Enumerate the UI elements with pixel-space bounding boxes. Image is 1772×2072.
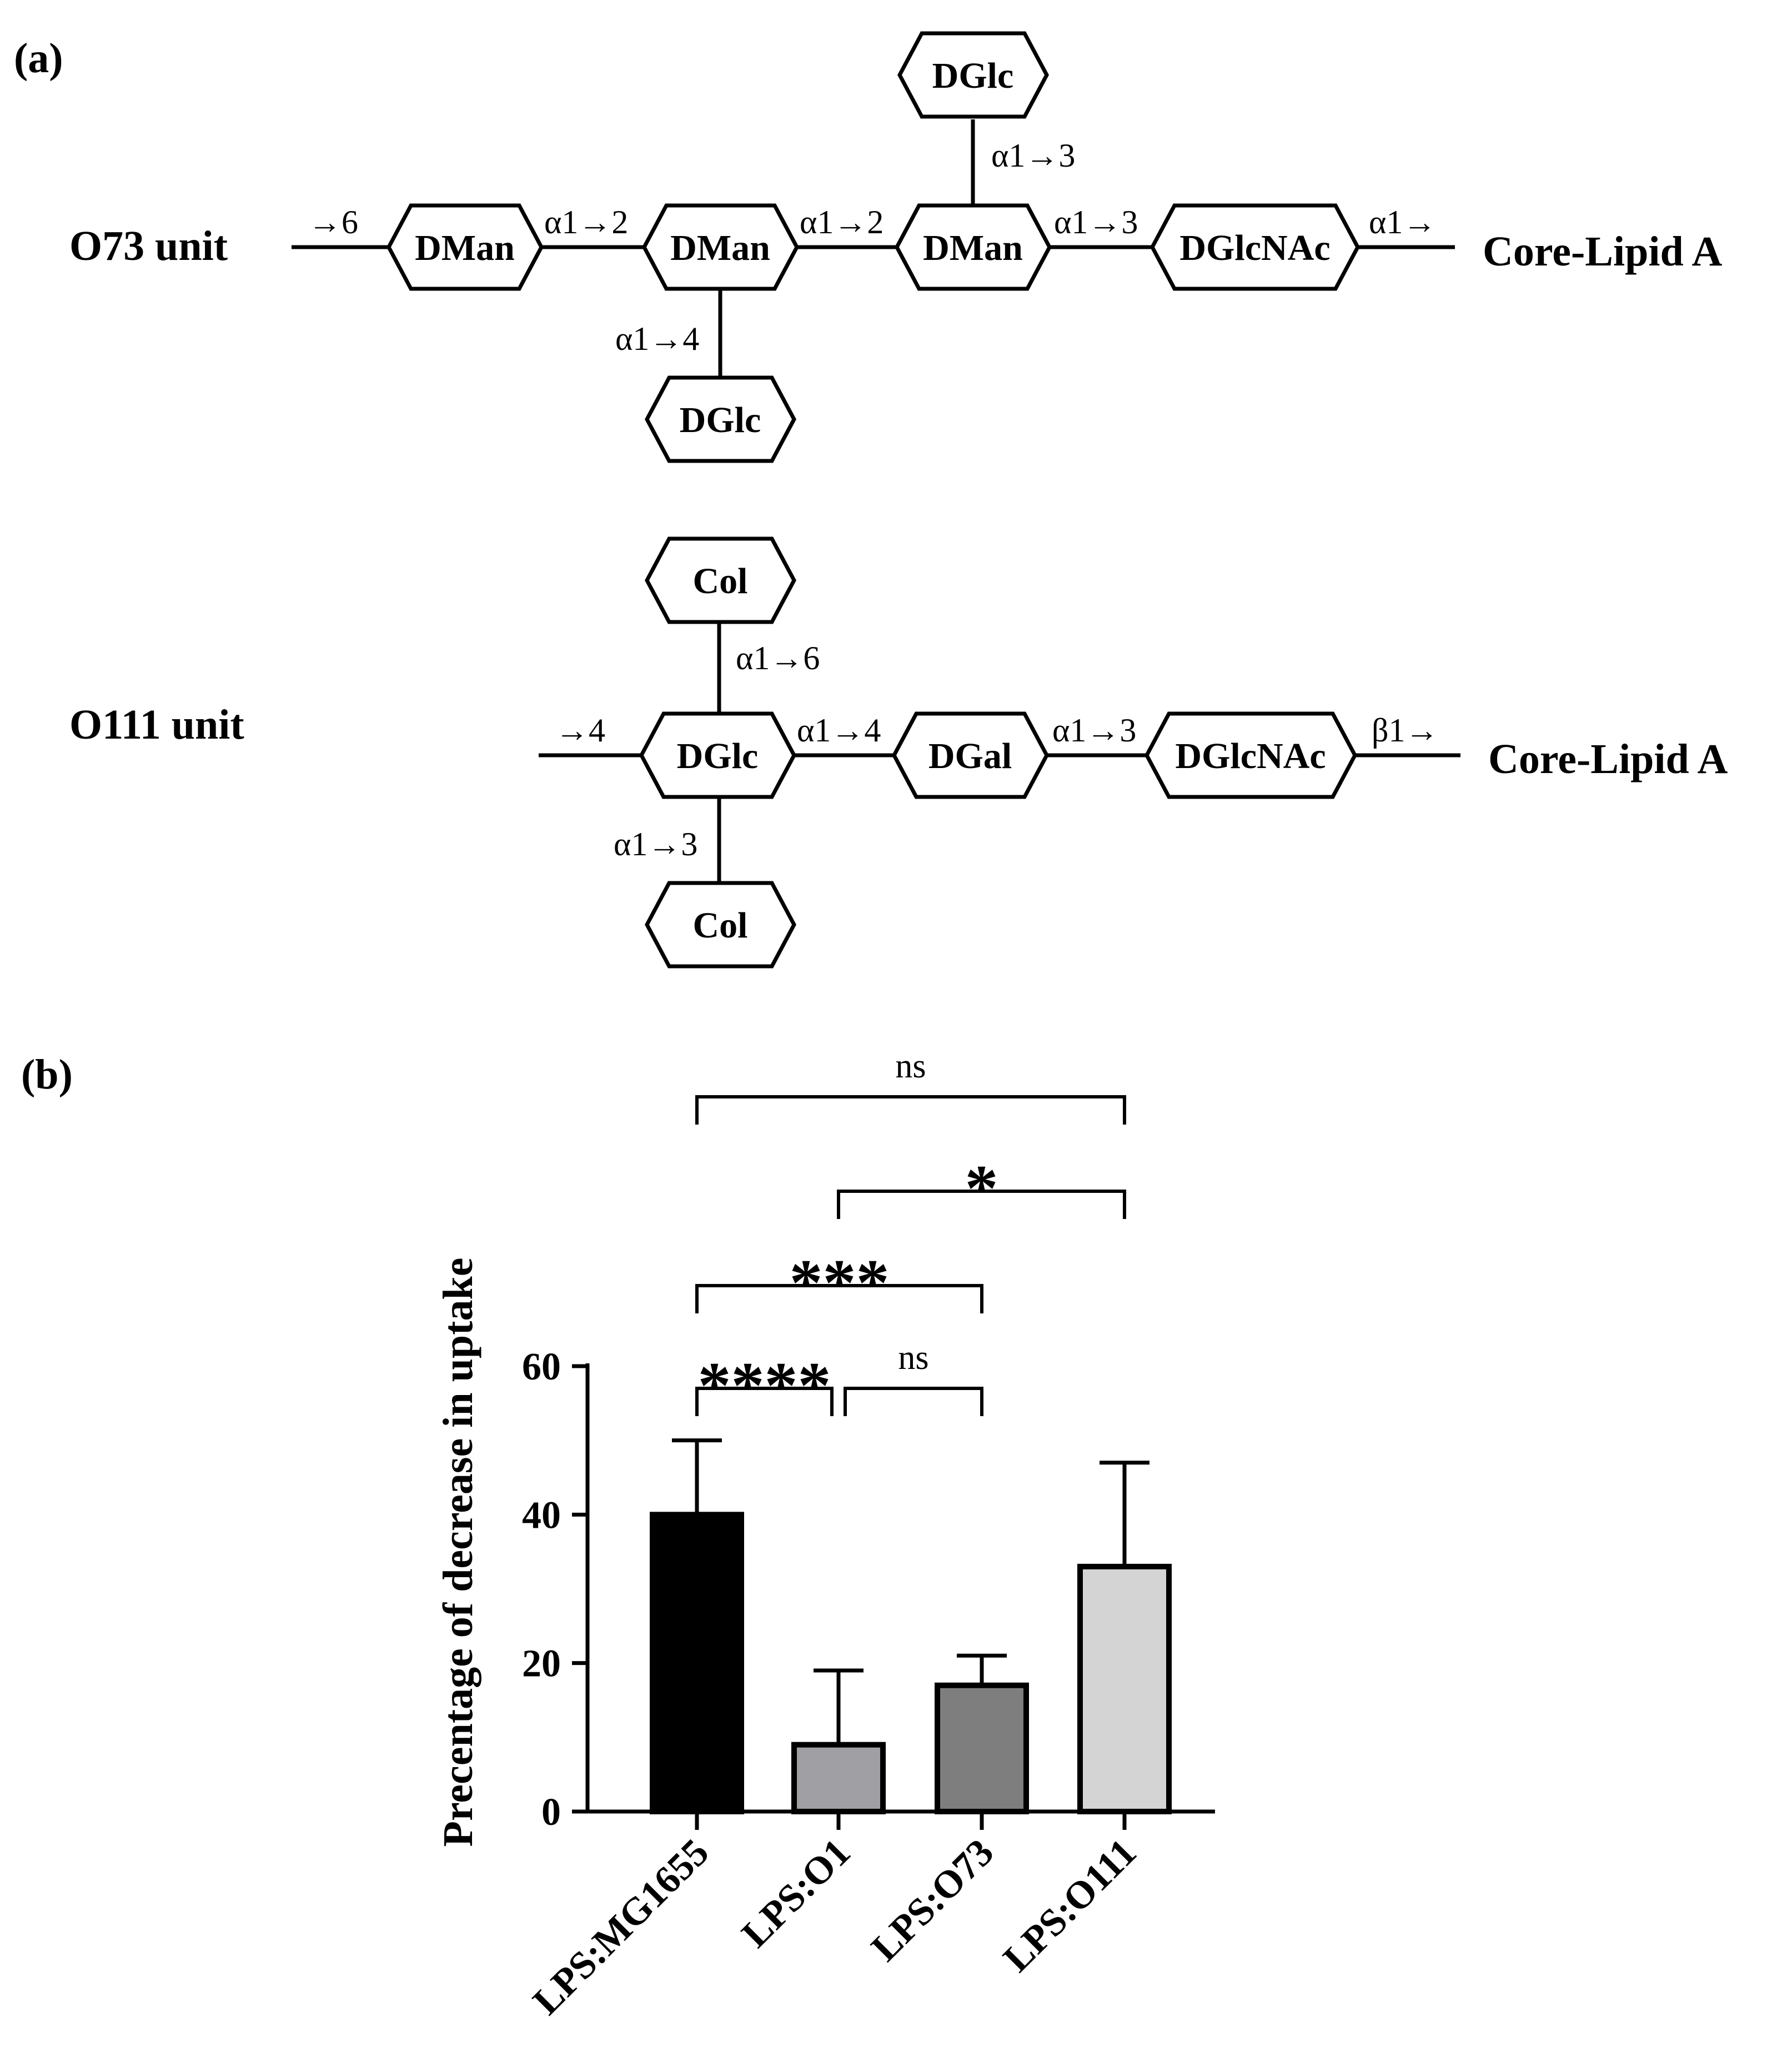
x-tick-label: LPS:MG1655 xyxy=(525,1831,717,2023)
o111-residue-1: DGlc xyxy=(639,711,796,799)
panel-a-label: (a) xyxy=(14,35,63,82)
o73-link-right: α1→ xyxy=(1369,204,1436,240)
x-ticks xyxy=(695,1812,1127,1830)
panel-b-label: (b) xyxy=(21,1051,73,1098)
o111-branch-top-label: Col xyxy=(693,561,748,601)
o73-end-label: Core-Lipid A xyxy=(1483,228,1723,275)
o73-link-1: α1→2 xyxy=(544,204,628,240)
o73-residue-1-label: DMan xyxy=(415,228,515,268)
o73-structure: O73 unit Core-Lipid A →6 α1→2 α1→2 α1→3 … xyxy=(69,31,1723,463)
o73-residue-4: DGlcNAc xyxy=(1150,203,1360,291)
o111-branch-bottom-label: Col xyxy=(693,905,748,946)
o73-left-link: →6 xyxy=(308,204,358,240)
o73-branch-top: DGlc xyxy=(897,31,1049,119)
significance-brackets: ****ns****ns xyxy=(695,1047,1126,1422)
o111-residue-2-label: DGal xyxy=(928,736,1012,776)
o73-title: O73 unit xyxy=(69,223,228,269)
error-bars xyxy=(672,1438,1149,1745)
significance-label: ns xyxy=(895,1047,926,1085)
o111-residue-1-label: DGlc xyxy=(677,736,759,776)
o111-link-right: β1→ xyxy=(1372,712,1439,749)
panel-a: (a) O73 unit Core-Lipid A →6 α1→2 α1→2 α… xyxy=(14,31,1728,969)
significance-bracket xyxy=(837,1190,1126,1219)
y-tick-label: 20 xyxy=(522,1643,561,1685)
y-tick-label: 60 xyxy=(522,1346,561,1388)
significance-label: * xyxy=(965,1151,998,1225)
o73-link-top: α1→3 xyxy=(991,137,1075,174)
x-tick-label: LPS:O111 xyxy=(995,1831,1144,1980)
o73-branch-bottom-label: DGlc xyxy=(680,400,761,440)
panel-b: (b) Precentage of decrease in uptake 0 20… xyxy=(21,1047,1215,2023)
significance-bracket xyxy=(695,1095,1126,1125)
o73-residue-3-label: DMan xyxy=(923,228,1023,268)
o73-residue-2: DMan xyxy=(642,203,799,291)
o111-link-1: α1→4 xyxy=(797,712,881,749)
o73-residue-2-label: DMan xyxy=(670,228,770,268)
bar xyxy=(791,1742,886,1814)
y-axis-label: Precentage of decrease in uptake xyxy=(435,1258,481,1847)
o73-residue-4-label: DGlcNAc xyxy=(1179,228,1330,268)
o111-residue-2: DGal xyxy=(892,711,1049,799)
o111-branch-bottom: Col xyxy=(645,881,796,969)
y-tick-label: 0 xyxy=(541,1791,561,1834)
x-tick-label: LPS:O1 xyxy=(734,1831,859,1956)
o111-structure: O111 unit Core-Lipid A →4 α1→4 α1→3 β1→ … xyxy=(69,536,1728,969)
bar xyxy=(1077,1563,1172,1814)
o111-branch-top: Col xyxy=(645,536,796,624)
significance-bracket xyxy=(844,1387,983,1416)
significance-bracket xyxy=(695,1387,834,1416)
o73-branch-bottom: DGlc xyxy=(645,375,796,463)
o111-link-bottom: α1→3 xyxy=(614,826,697,862)
o73-branch-top-label: DGlc xyxy=(932,56,1014,96)
o111-link-2: α1→3 xyxy=(1052,712,1136,749)
bar xyxy=(935,1682,1029,1814)
o73-link-bottom: α1→4 xyxy=(615,320,699,357)
o111-end-label: Core-Lipid A xyxy=(1488,736,1728,782)
o111-residue-3-label: DGlcNAc xyxy=(1175,736,1326,776)
o111-title: O111 unit xyxy=(69,701,244,748)
o73-residue-3: DMan xyxy=(895,203,1052,291)
y-tick-label: 40 xyxy=(522,1494,561,1537)
significance-label: *** xyxy=(790,1246,890,1320)
bar-chart: Precentage of decrease in uptake 0 20 40 60… xyxy=(435,1047,1215,2023)
o111-link-top: α1→6 xyxy=(736,640,820,676)
x-tick-label: LPS:O73 xyxy=(864,1831,1002,1970)
o73-link-2: α1→2 xyxy=(800,204,884,240)
significance-label: **** xyxy=(698,1348,831,1422)
y-ticks: 0 20 40 60 xyxy=(522,1346,588,1834)
o73-link-3: α1→3 xyxy=(1054,204,1138,240)
significance-label: ns xyxy=(898,1339,928,1377)
o111-residue-3: DGlcNAc xyxy=(1144,711,1357,799)
bar xyxy=(650,1512,744,1814)
significance-bracket xyxy=(695,1284,983,1313)
bars xyxy=(650,1512,1172,1814)
o73-residue-1: DMan xyxy=(386,203,544,291)
o111-left-link: →4 xyxy=(555,712,605,749)
